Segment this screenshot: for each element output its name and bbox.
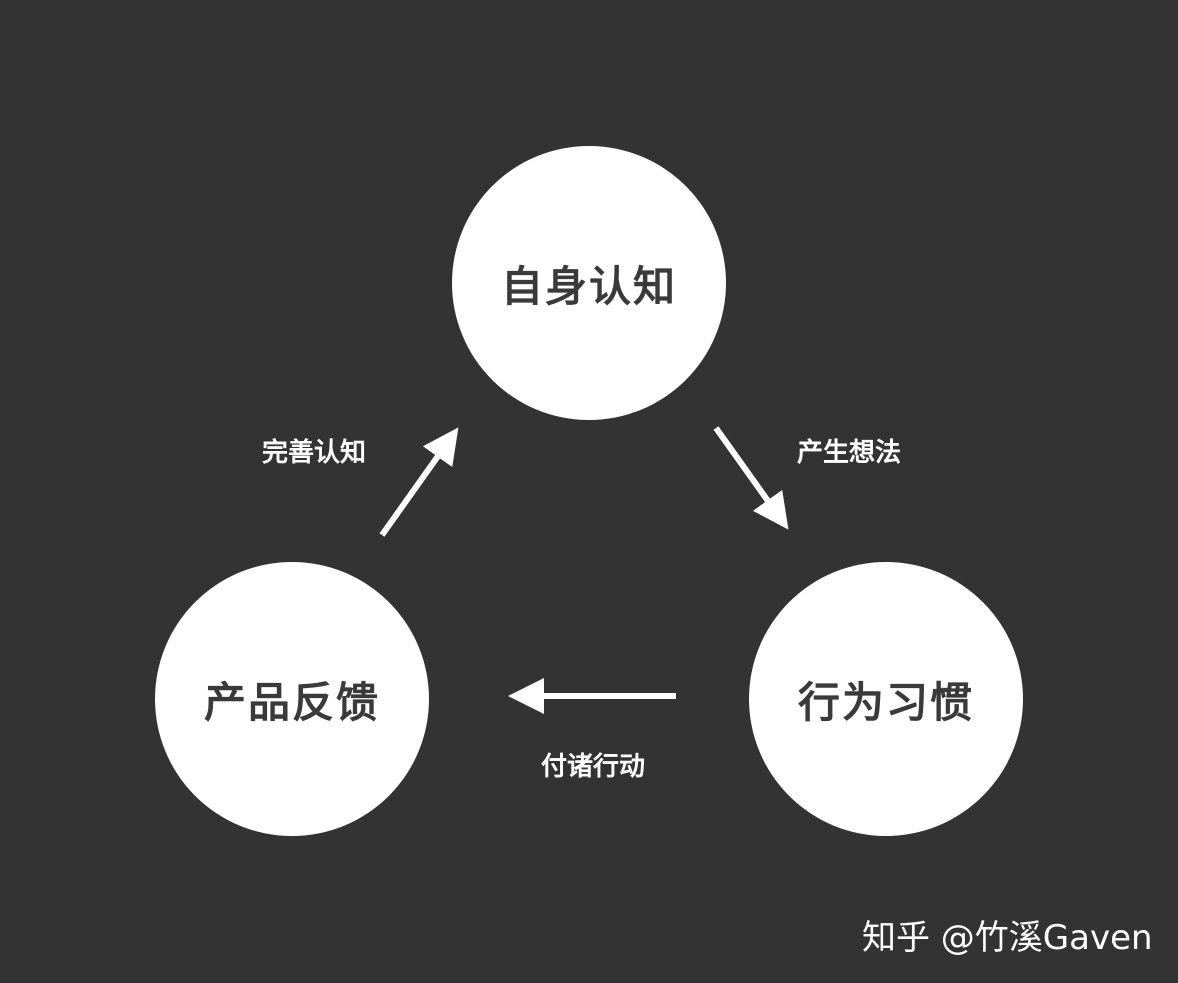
node-self-cognition: 自身认知 <box>452 146 726 420</box>
node-behavior-habit-label: 行为习惯 <box>797 677 974 727</box>
node-product-feedback: 产品反馈 <box>155 562 429 836</box>
arrow-left-to-top <box>379 427 459 537</box>
edge-label-generate-ideas: 产生想法 <box>797 438 902 468</box>
arrow-top-to-right <box>713 426 789 530</box>
node-behavior-habit: 行为习惯 <box>749 562 1023 836</box>
node-self-cognition-label: 自身认知 <box>500 261 677 311</box>
edge-label-take-action: 付诸行动 <box>541 752 646 782</box>
watermark: 知乎 @竹溪Gaven <box>862 918 1153 958</box>
edge-label-improve-cognition: 完善认知 <box>262 438 367 468</box>
node-product-feedback-label: 产品反馈 <box>203 677 380 727</box>
